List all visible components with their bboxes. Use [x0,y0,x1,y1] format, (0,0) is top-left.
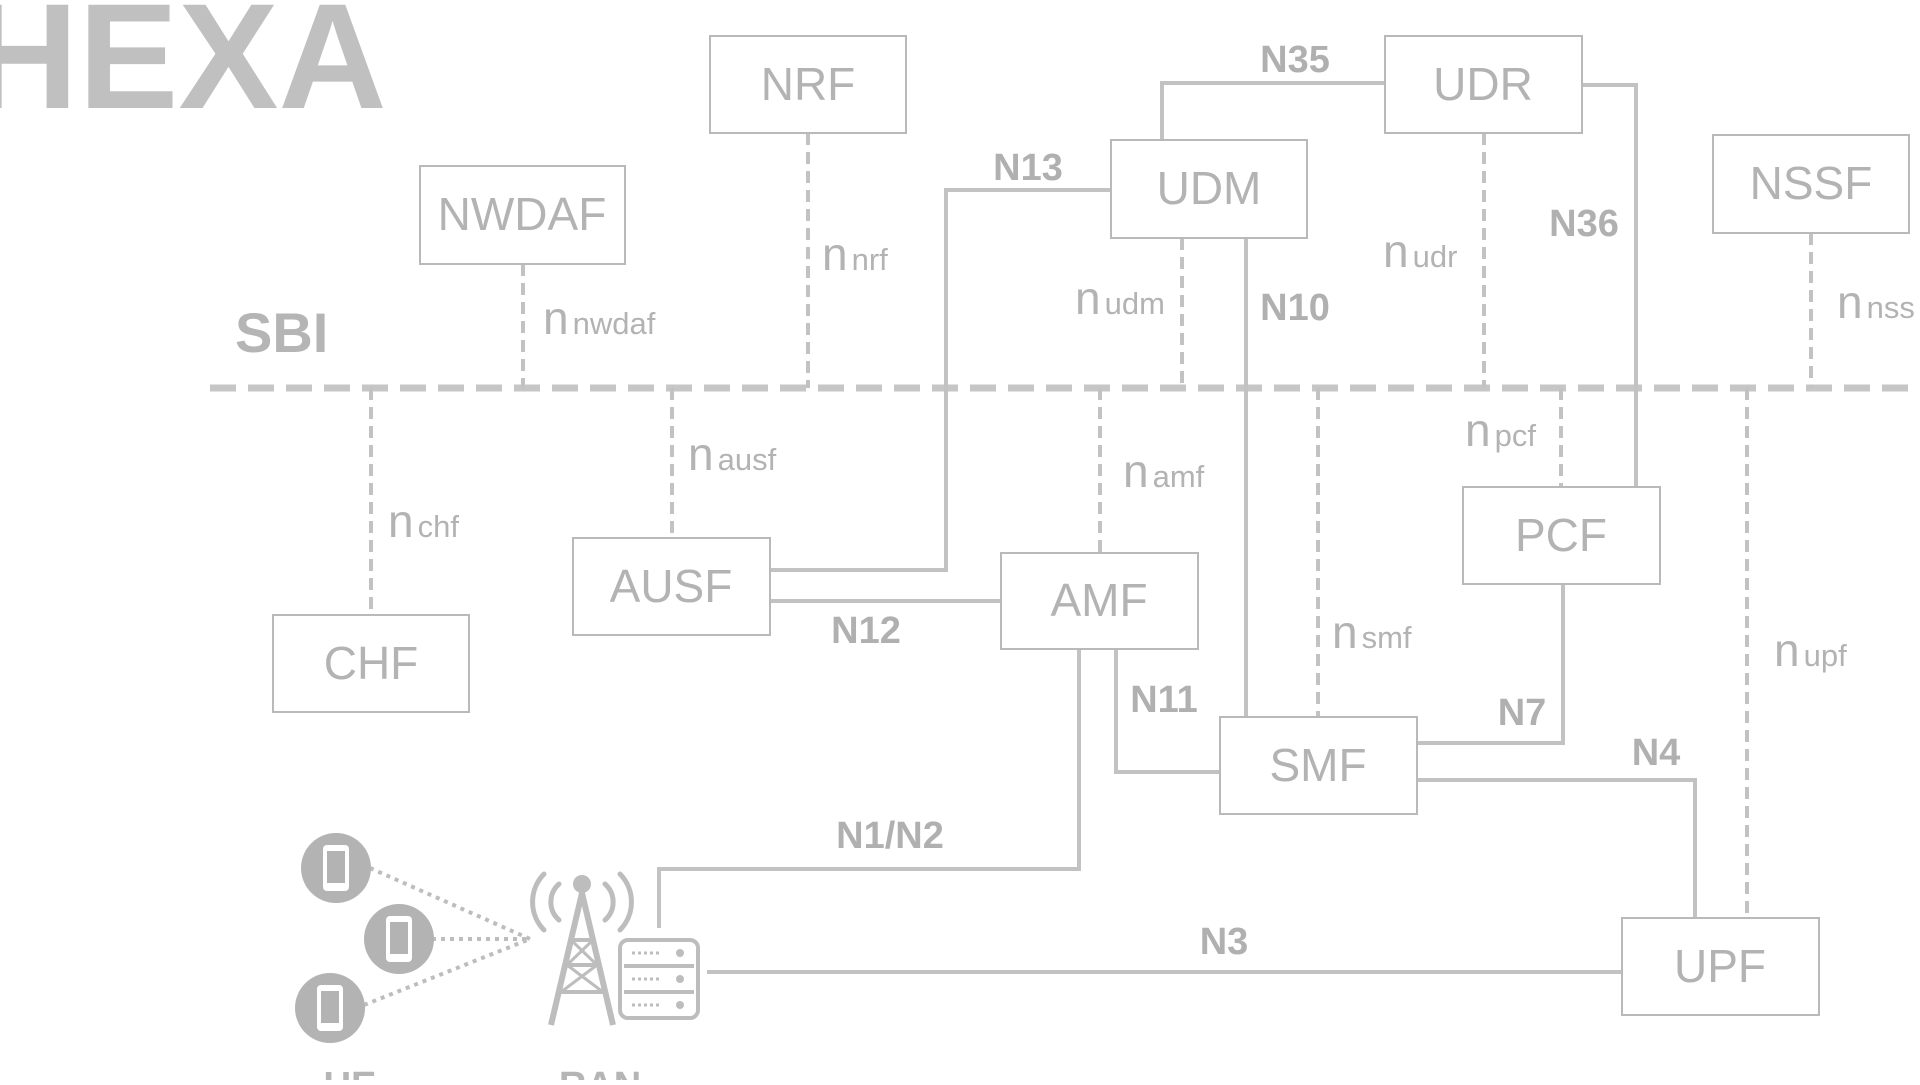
nf-ausf[interactable]: AUSF [572,537,771,636]
n35-label: N35 [1260,39,1330,81]
n1n2-label: N1/N2 [836,815,944,857]
ue-devices: UE [295,833,531,1085]
nf-smf[interactable]: SMF [1219,716,1418,815]
n11-link [1114,649,1220,774]
ue-label: UE [324,1065,377,1080]
n36-link [1582,83,1638,486]
reference-links [657,81,1697,974]
nf-upf[interactable]: UPF [1621,917,1820,1016]
nf-ausf-label: AUSF [610,560,733,612]
nf-pcf-label: PCF [1515,509,1607,561]
nf-udm[interactable]: UDM [1110,139,1308,239]
n4-link [1417,778,1697,918]
nf-chf[interactable]: CHF [272,614,470,713]
nf-nwdaf-label: NWDAF [438,188,607,240]
n7-label: N7 [1498,692,1547,734]
ue-phone-3-icon [295,973,365,1043]
brand-logo-text: HEXA [0,0,387,140]
nf-udr-label: UDR [1433,58,1533,110]
ue-phone-2-icon [364,904,434,974]
ran-tower-icon [530,871,634,1026]
nf-nrf[interactable]: NRF [709,35,907,134]
nf-amf[interactable]: AMF [1000,552,1199,650]
ran-base-station-icon [618,938,700,1020]
n12-label: N12 [831,610,901,652]
n1n2-link [657,649,1081,928]
n10-label: N10 [1260,287,1330,329]
n13-label: N13 [993,147,1063,189]
n4-label: N4 [1632,732,1681,774]
nf-amf-label: AMF [1050,574,1147,626]
service-connectors [369,133,1813,918]
sbi-label: SBI [235,301,328,364]
nf-nwdaf[interactable]: NWDAF [419,165,626,265]
n13-link [770,188,1111,572]
nf-chf-label: CHF [324,637,419,689]
nf-smf-label: SMF [1269,739,1366,791]
n3-label: N3 [1200,921,1249,963]
nf-udr[interactable]: UDR [1384,35,1583,134]
nf-nrf-label: NRF [761,58,856,110]
n7-link [1417,585,1565,745]
ue1-radio-link [369,866,531,941]
n11-label: N11 [1130,679,1198,721]
n35-link [1160,81,1385,140]
nf-nssf-label: NSSF [1750,157,1873,209]
nf-udm-label: UDM [1157,162,1262,214]
ue3-radio-link [363,937,531,1007]
n36-label: N36 [1549,203,1619,245]
link-labels: N35 N13 N36 N10 N12 N11 N7 N4 N1/N2 N3 [831,39,1680,963]
network-functions: NRF UDR UDM NWDAF NSSF AUSF AMF PCF [272,35,1910,1016]
nf-upf-label: UPF [1674,940,1766,992]
ran-label: RAN [559,1065,641,1080]
ue-phone-1-icon [301,833,371,903]
nf-pcf[interactable]: PCF [1462,486,1661,585]
nf-nssf[interactable]: NSSF [1712,134,1910,234]
